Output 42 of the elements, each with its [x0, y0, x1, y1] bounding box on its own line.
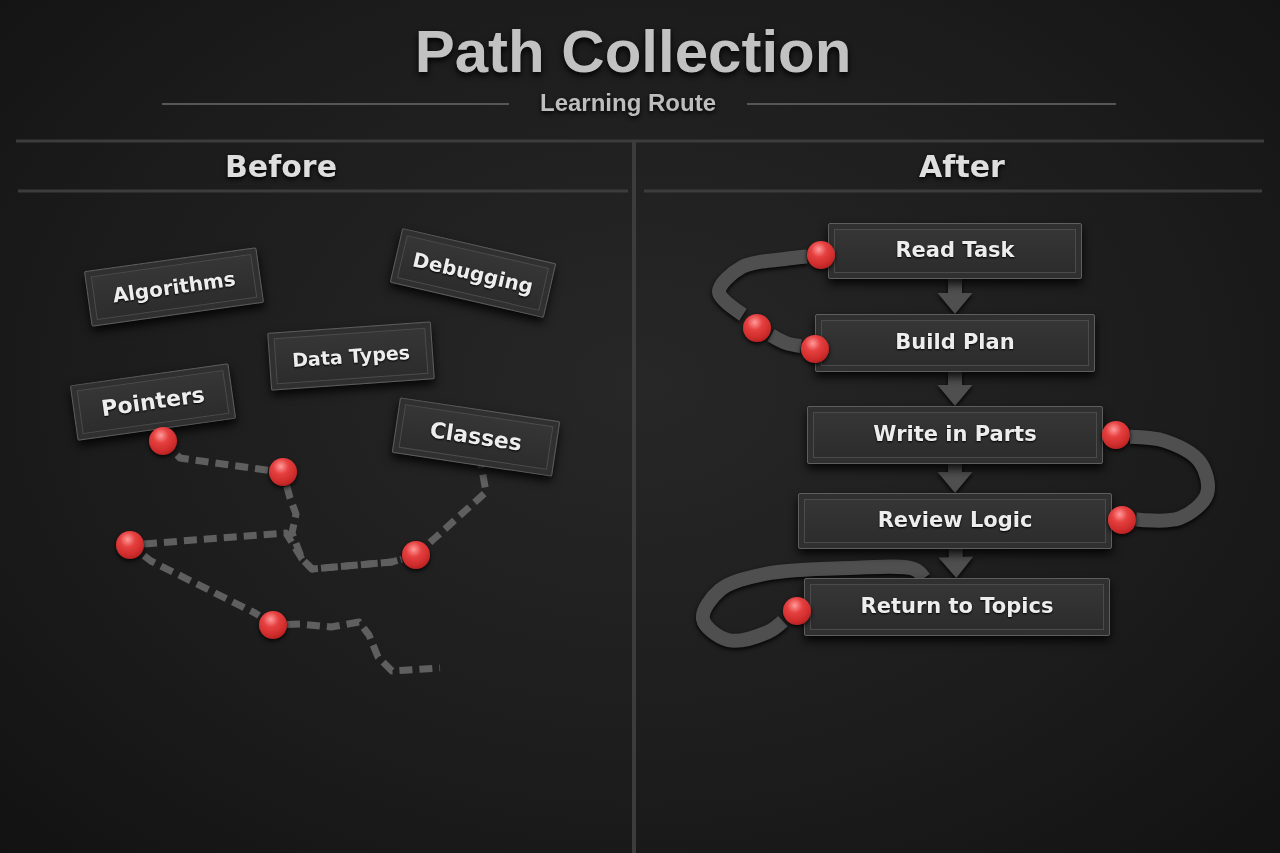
pin-dot	[116, 531, 144, 559]
arrow	[937, 372, 973, 406]
topic-label: Classes	[428, 417, 524, 457]
topic-label: Pointers	[99, 381, 207, 423]
pin-dot	[807, 241, 835, 269]
curved-band	[695, 559, 930, 648]
pin-dot	[801, 335, 829, 363]
pin-dot	[259, 611, 287, 639]
subtitle: Learning Route	[540, 88, 716, 118]
step-label: Build Plan	[895, 330, 1015, 356]
pin-dot	[1108, 506, 1136, 534]
step-label: Review Logic	[877, 508, 1033, 534]
arrow	[938, 548, 974, 578]
topic-label: Data Types	[291, 340, 411, 372]
dashed-line	[141, 552, 261, 619]
step-box	[798, 493, 1112, 549]
step-box	[815, 314, 1095, 372]
pin-dot	[269, 458, 297, 486]
pin-dot	[743, 314, 771, 342]
step-label: Write in Parts	[873, 422, 1037, 448]
pin-dot	[149, 427, 177, 455]
arrow	[937, 464, 973, 493]
step-box	[807, 406, 1103, 464]
curved-band	[767, 329, 803, 354]
pin-dot	[402, 541, 430, 569]
step-box	[828, 223, 1082, 279]
pin-dot	[1102, 421, 1130, 449]
dashed-line	[286, 618, 441, 675]
panel-heading: After	[919, 149, 1005, 185]
step-label: Read Task	[895, 238, 1015, 264]
dashed-line	[283, 485, 403, 573]
dashed-line	[427, 464, 490, 546]
pin-dot	[783, 597, 811, 625]
step-box	[804, 578, 1110, 636]
topic-card	[267, 321, 435, 391]
diagram-title: Path Collection	[414, 17, 852, 87]
step-label: Return to Topics	[860, 594, 1054, 620]
arrow	[937, 279, 973, 314]
panel-heading: Before	[225, 149, 337, 185]
curved-band	[712, 249, 808, 321]
dashed-line	[174, 452, 270, 474]
topic-label: Algorithms	[111, 266, 237, 308]
